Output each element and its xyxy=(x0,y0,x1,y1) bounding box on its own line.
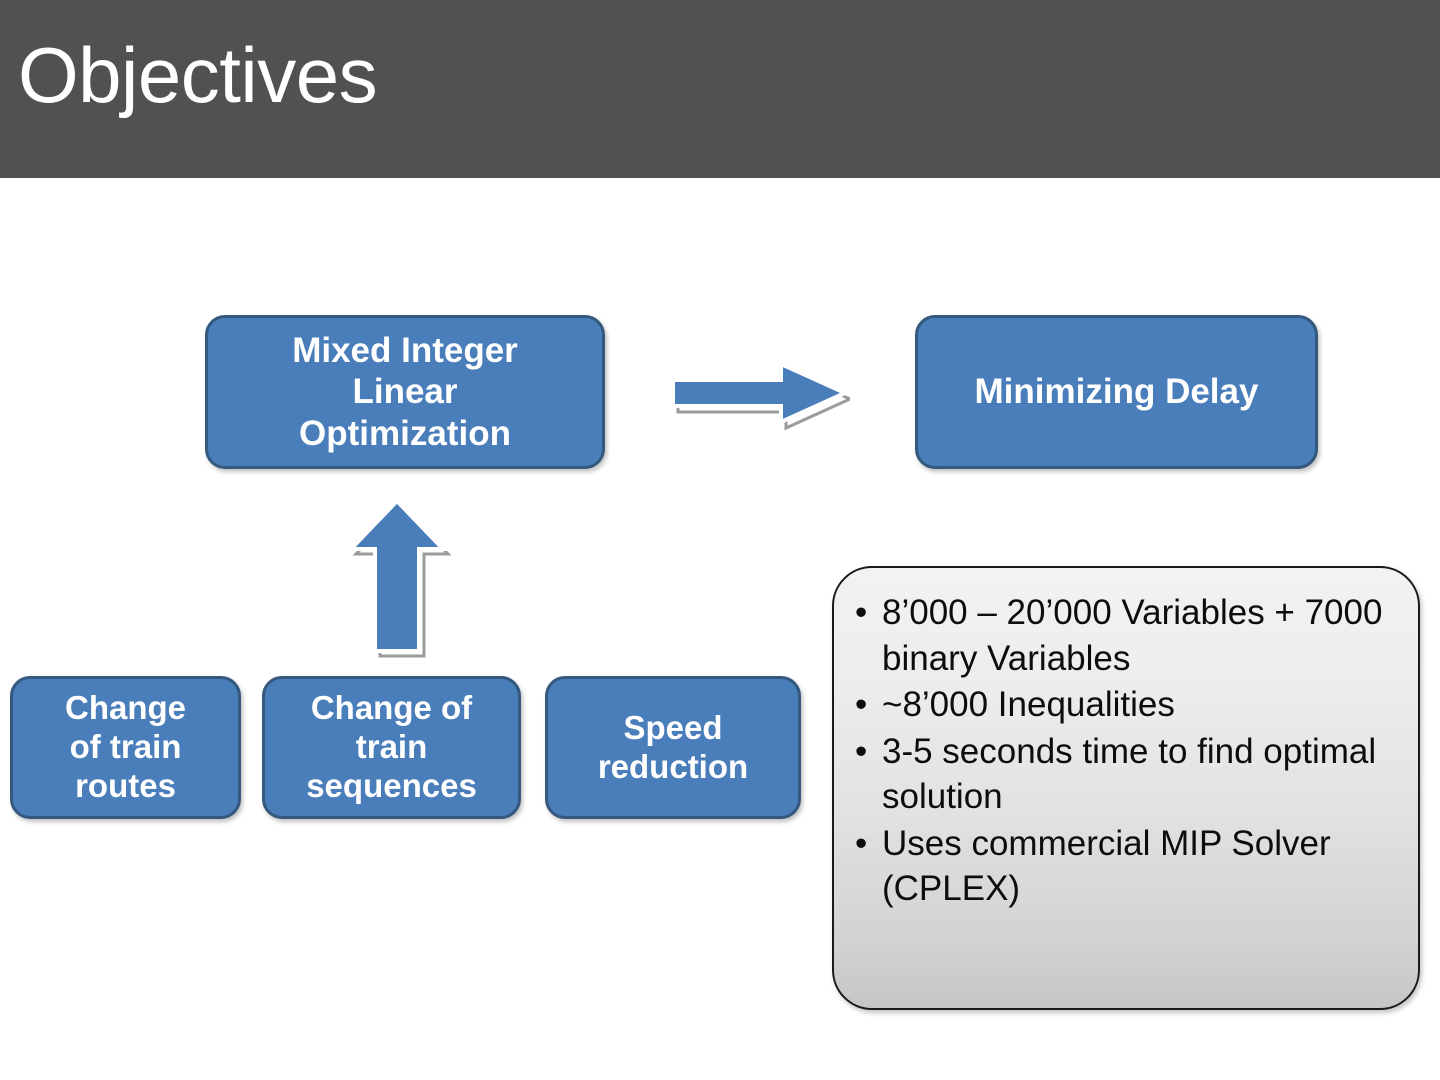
box-label: Minimizing Delay xyxy=(974,372,1259,412)
list-item: Uses commercial MIP Solver (CPLEX) xyxy=(852,821,1402,912)
notes-list: 8’000 – 20’000 Variables + 7000 binary V… xyxy=(834,568,1418,912)
page-title: Objectives xyxy=(18,31,378,119)
list-item: 8’000 – 20’000 Variables + 7000 binary V… xyxy=(852,590,1402,681)
box-label: Change of train sequences xyxy=(306,689,477,804)
box-label: Change of train routes xyxy=(64,689,186,804)
list-item: 3-5 seconds time to find optimal solutio… xyxy=(852,729,1402,820)
title-bar xyxy=(0,0,1440,178)
box-speed-reduction[interactable]: Speed reduction xyxy=(545,676,801,819)
box-label: Mixed Integer Linear Optimization xyxy=(292,331,518,453)
box-mixed-integer-linear-optimization[interactable]: Mixed Integer Linear Optimization xyxy=(205,315,605,469)
notes-panel: 8’000 – 20’000 Variables + 7000 binary V… xyxy=(832,566,1420,1010)
list-item: ~8’000 Inequalities xyxy=(852,682,1402,728)
box-change-of-train-sequences[interactable]: Change of train sequences xyxy=(262,676,521,819)
box-minimizing-delay[interactable]: Minimizing Delay xyxy=(915,315,1318,469)
up-arrow-icon xyxy=(346,498,452,658)
box-label: Speed reduction xyxy=(597,708,749,785)
right-arrow-icon xyxy=(671,360,850,431)
box-change-of-train-routes[interactable]: Change of train routes xyxy=(10,676,241,819)
